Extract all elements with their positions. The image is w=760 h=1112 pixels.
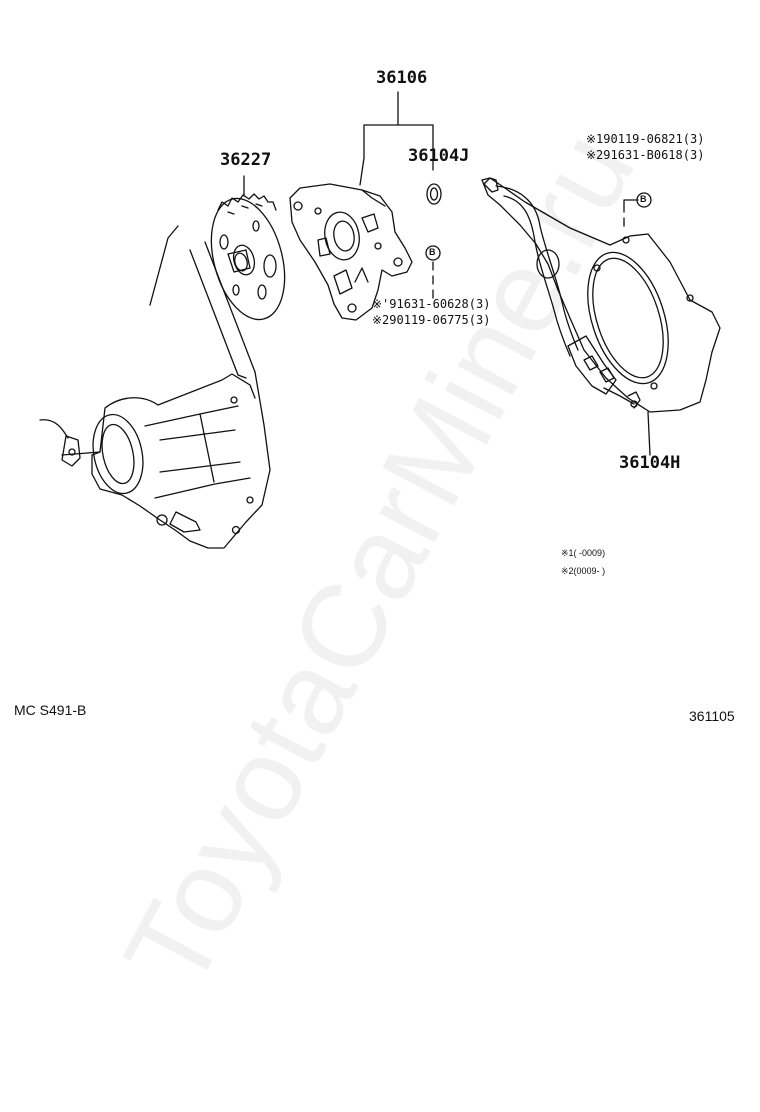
pump-bolt-note-2: ※290119-06775(3) xyxy=(372,313,491,327)
gear-36227-drawing xyxy=(210,193,286,321)
date-note-2: ※2(0009- ) xyxy=(561,566,606,576)
cover-b-callout-letter: B xyxy=(640,194,647,204)
o-ring-36104j-drawing xyxy=(426,183,442,205)
transmission-housing-drawing xyxy=(39,225,271,549)
bracket-36106 xyxy=(363,91,434,171)
label-36104h: 36104H xyxy=(619,453,681,473)
pump-b-callout-letter: B xyxy=(429,247,436,257)
figure-code-left: MC S491-B xyxy=(14,702,87,718)
label-36227: 36227 xyxy=(220,150,272,170)
pump-b-callout-circle xyxy=(425,245,441,261)
figure-code-right: 361105 xyxy=(689,708,735,724)
cover-36104h-drawing xyxy=(481,177,721,413)
pump-bolt-note-1: ※'91631-60628(3) xyxy=(372,297,491,311)
cover-bolt-note-2: ※291631-B0618(3) xyxy=(586,148,705,162)
label-36104j: 36104J xyxy=(408,146,470,166)
label-36106: 36106 xyxy=(376,68,428,88)
date-note-1: ※1( -0009) xyxy=(561,548,606,558)
cover-bolt-note-1: ※190119-06821(3) xyxy=(586,132,705,146)
oil-pump-36106-drawing xyxy=(289,183,413,321)
